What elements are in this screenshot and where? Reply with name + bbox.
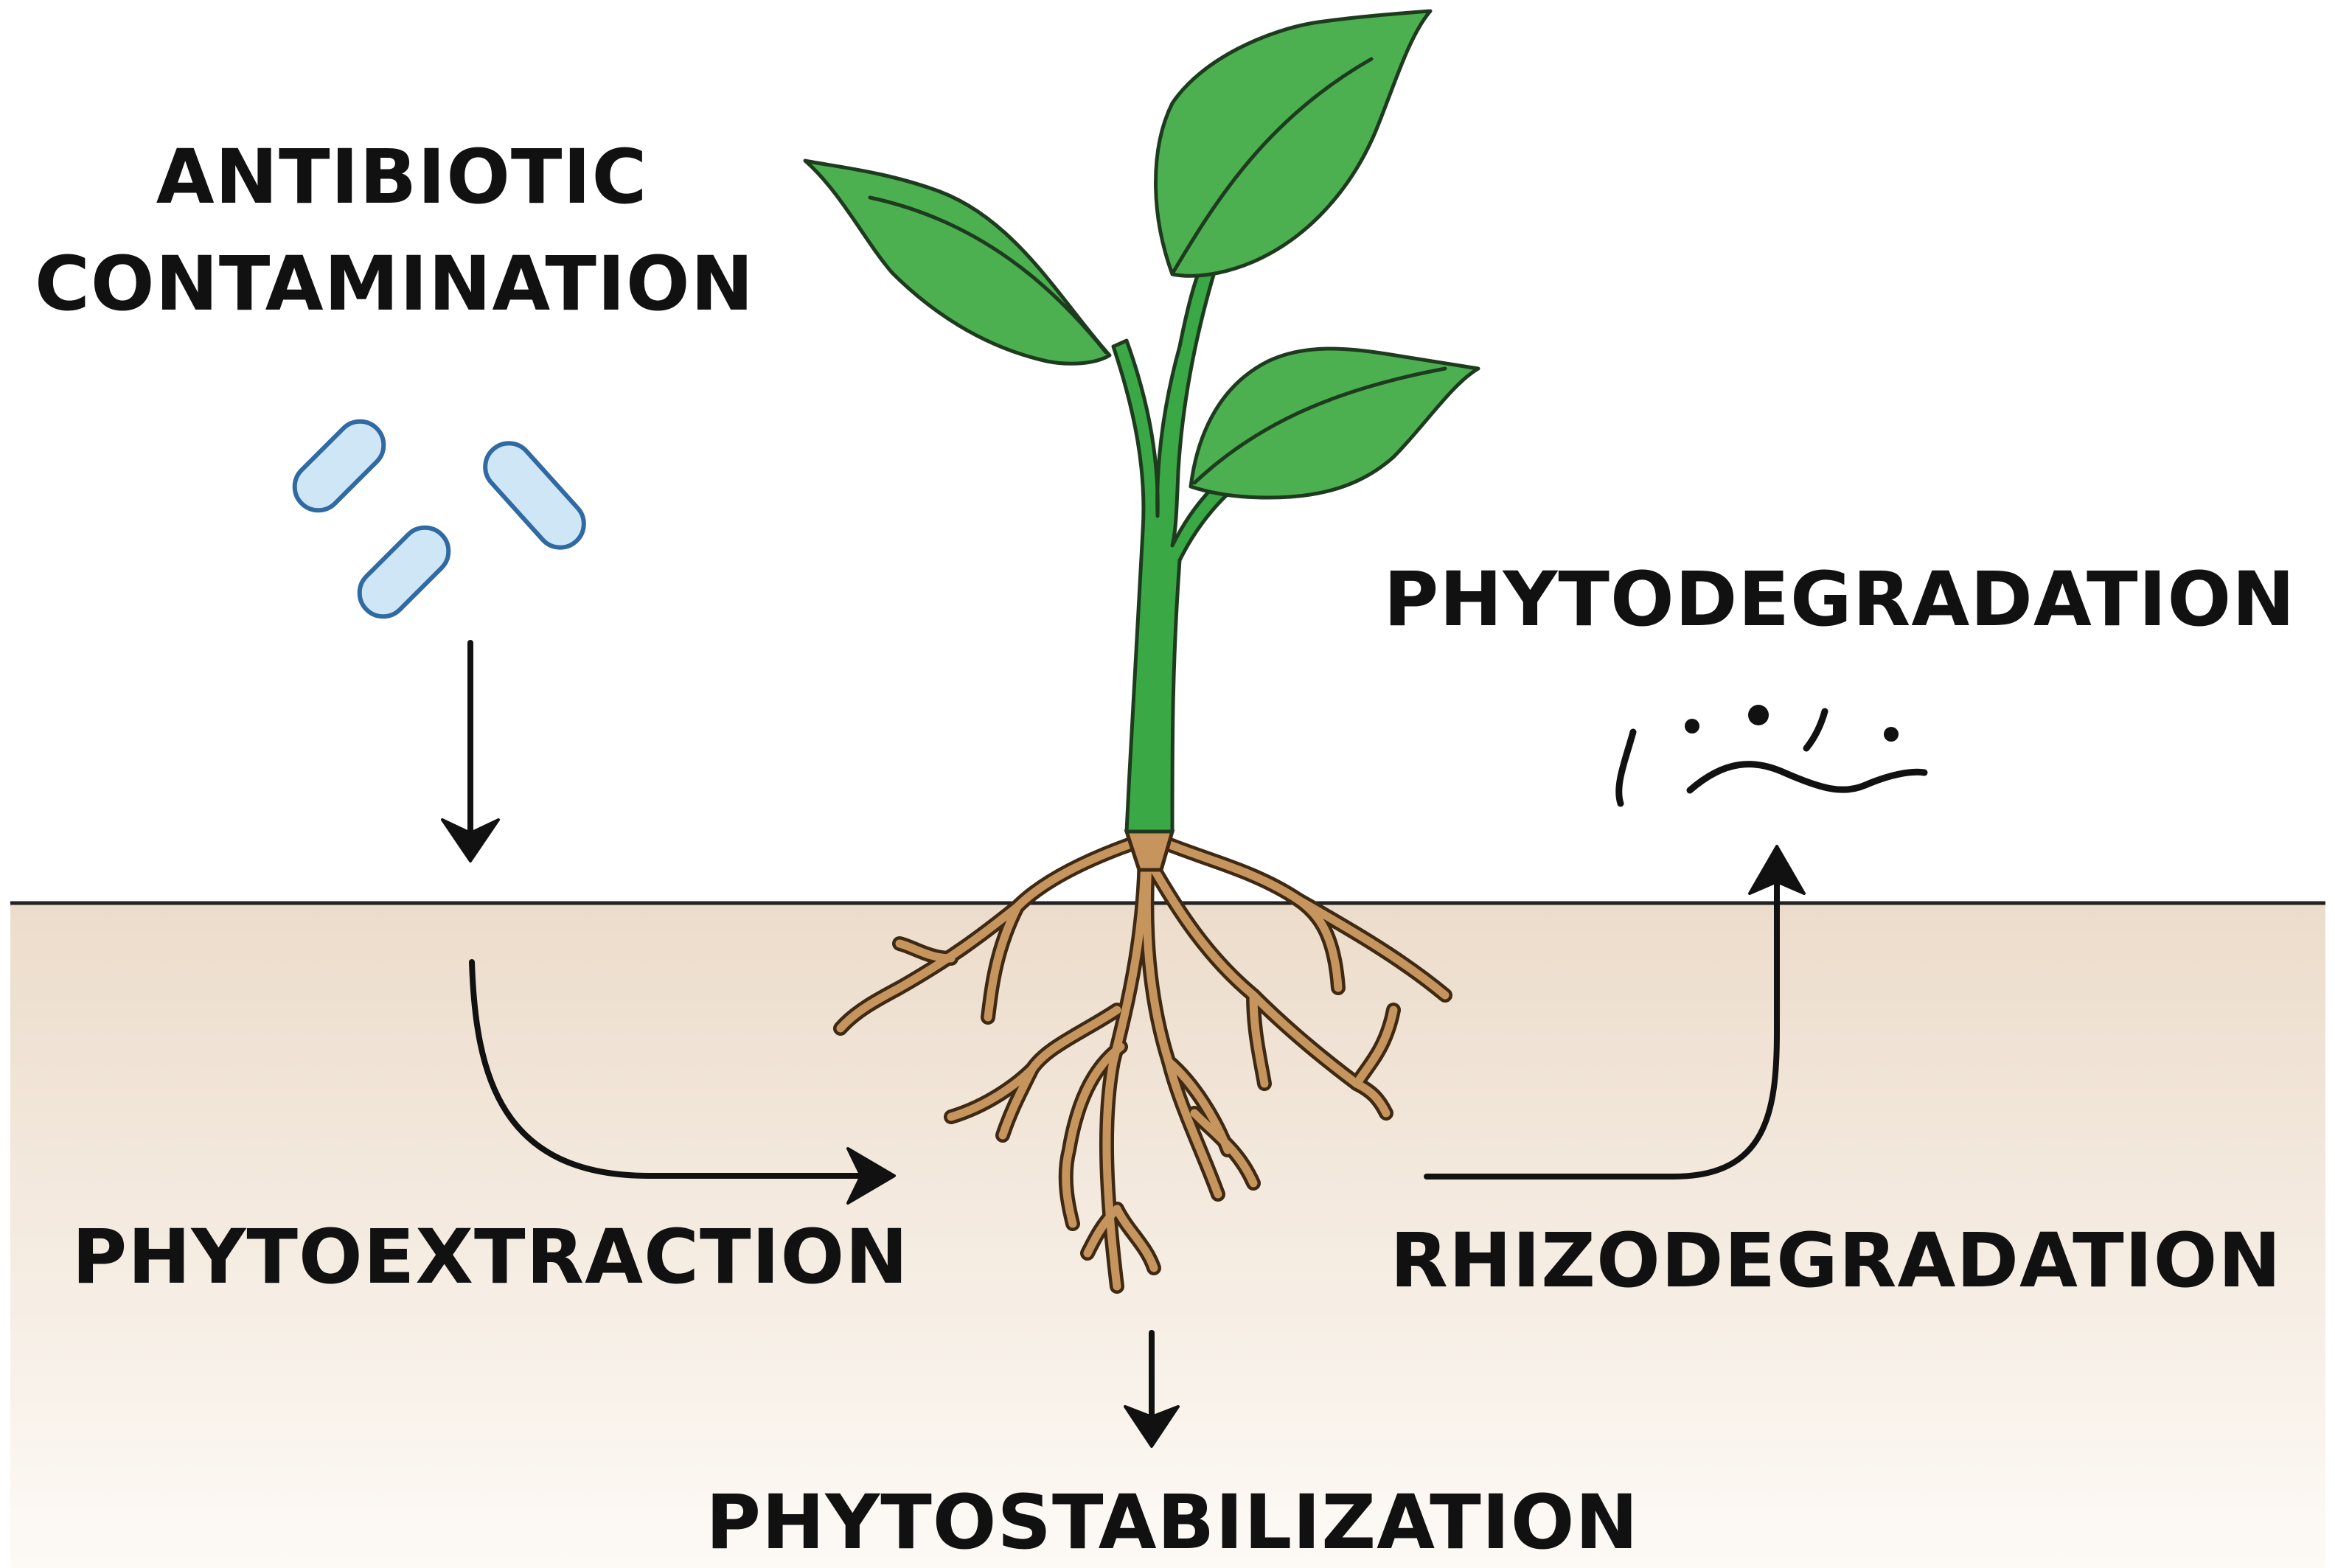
phytoextraction-arrow [469,959,896,1205]
plant-leaves [803,9,1480,500]
phytostabilization-arrow [1124,1330,1180,1448]
contamination-label-line2: CONTAMINATION [35,240,754,328]
contamination-arrow [441,640,500,863]
soil-layer [10,903,2325,1568]
phytostabilization-label: PHYTOSTABILIZATION [706,1479,1639,1567]
top-leaf [1154,9,1433,278]
contamination-label-line1: ANTIBIOTIC [156,133,648,221]
phytodegradation-label: PHYTODEGRADATION [1383,556,2295,644]
rhizodegradation-arrow [1424,845,1806,1180]
plant-roots [833,826,1452,1294]
antibiotic-capsules [292,419,586,619]
left-leaf [803,158,1112,366]
capsule-icon [292,419,386,513]
plant-stem [1111,263,1263,834]
capsule-icon [483,441,586,550]
right-leaf [1189,346,1480,500]
rhizodegradation-label: RHIZODEGRADATION [1390,1217,2281,1305]
phytoextraction-label: PHYTOEXTRACTION [72,1213,908,1301]
fragment-icon [1615,705,1928,807]
capsule-icon [357,525,451,619]
